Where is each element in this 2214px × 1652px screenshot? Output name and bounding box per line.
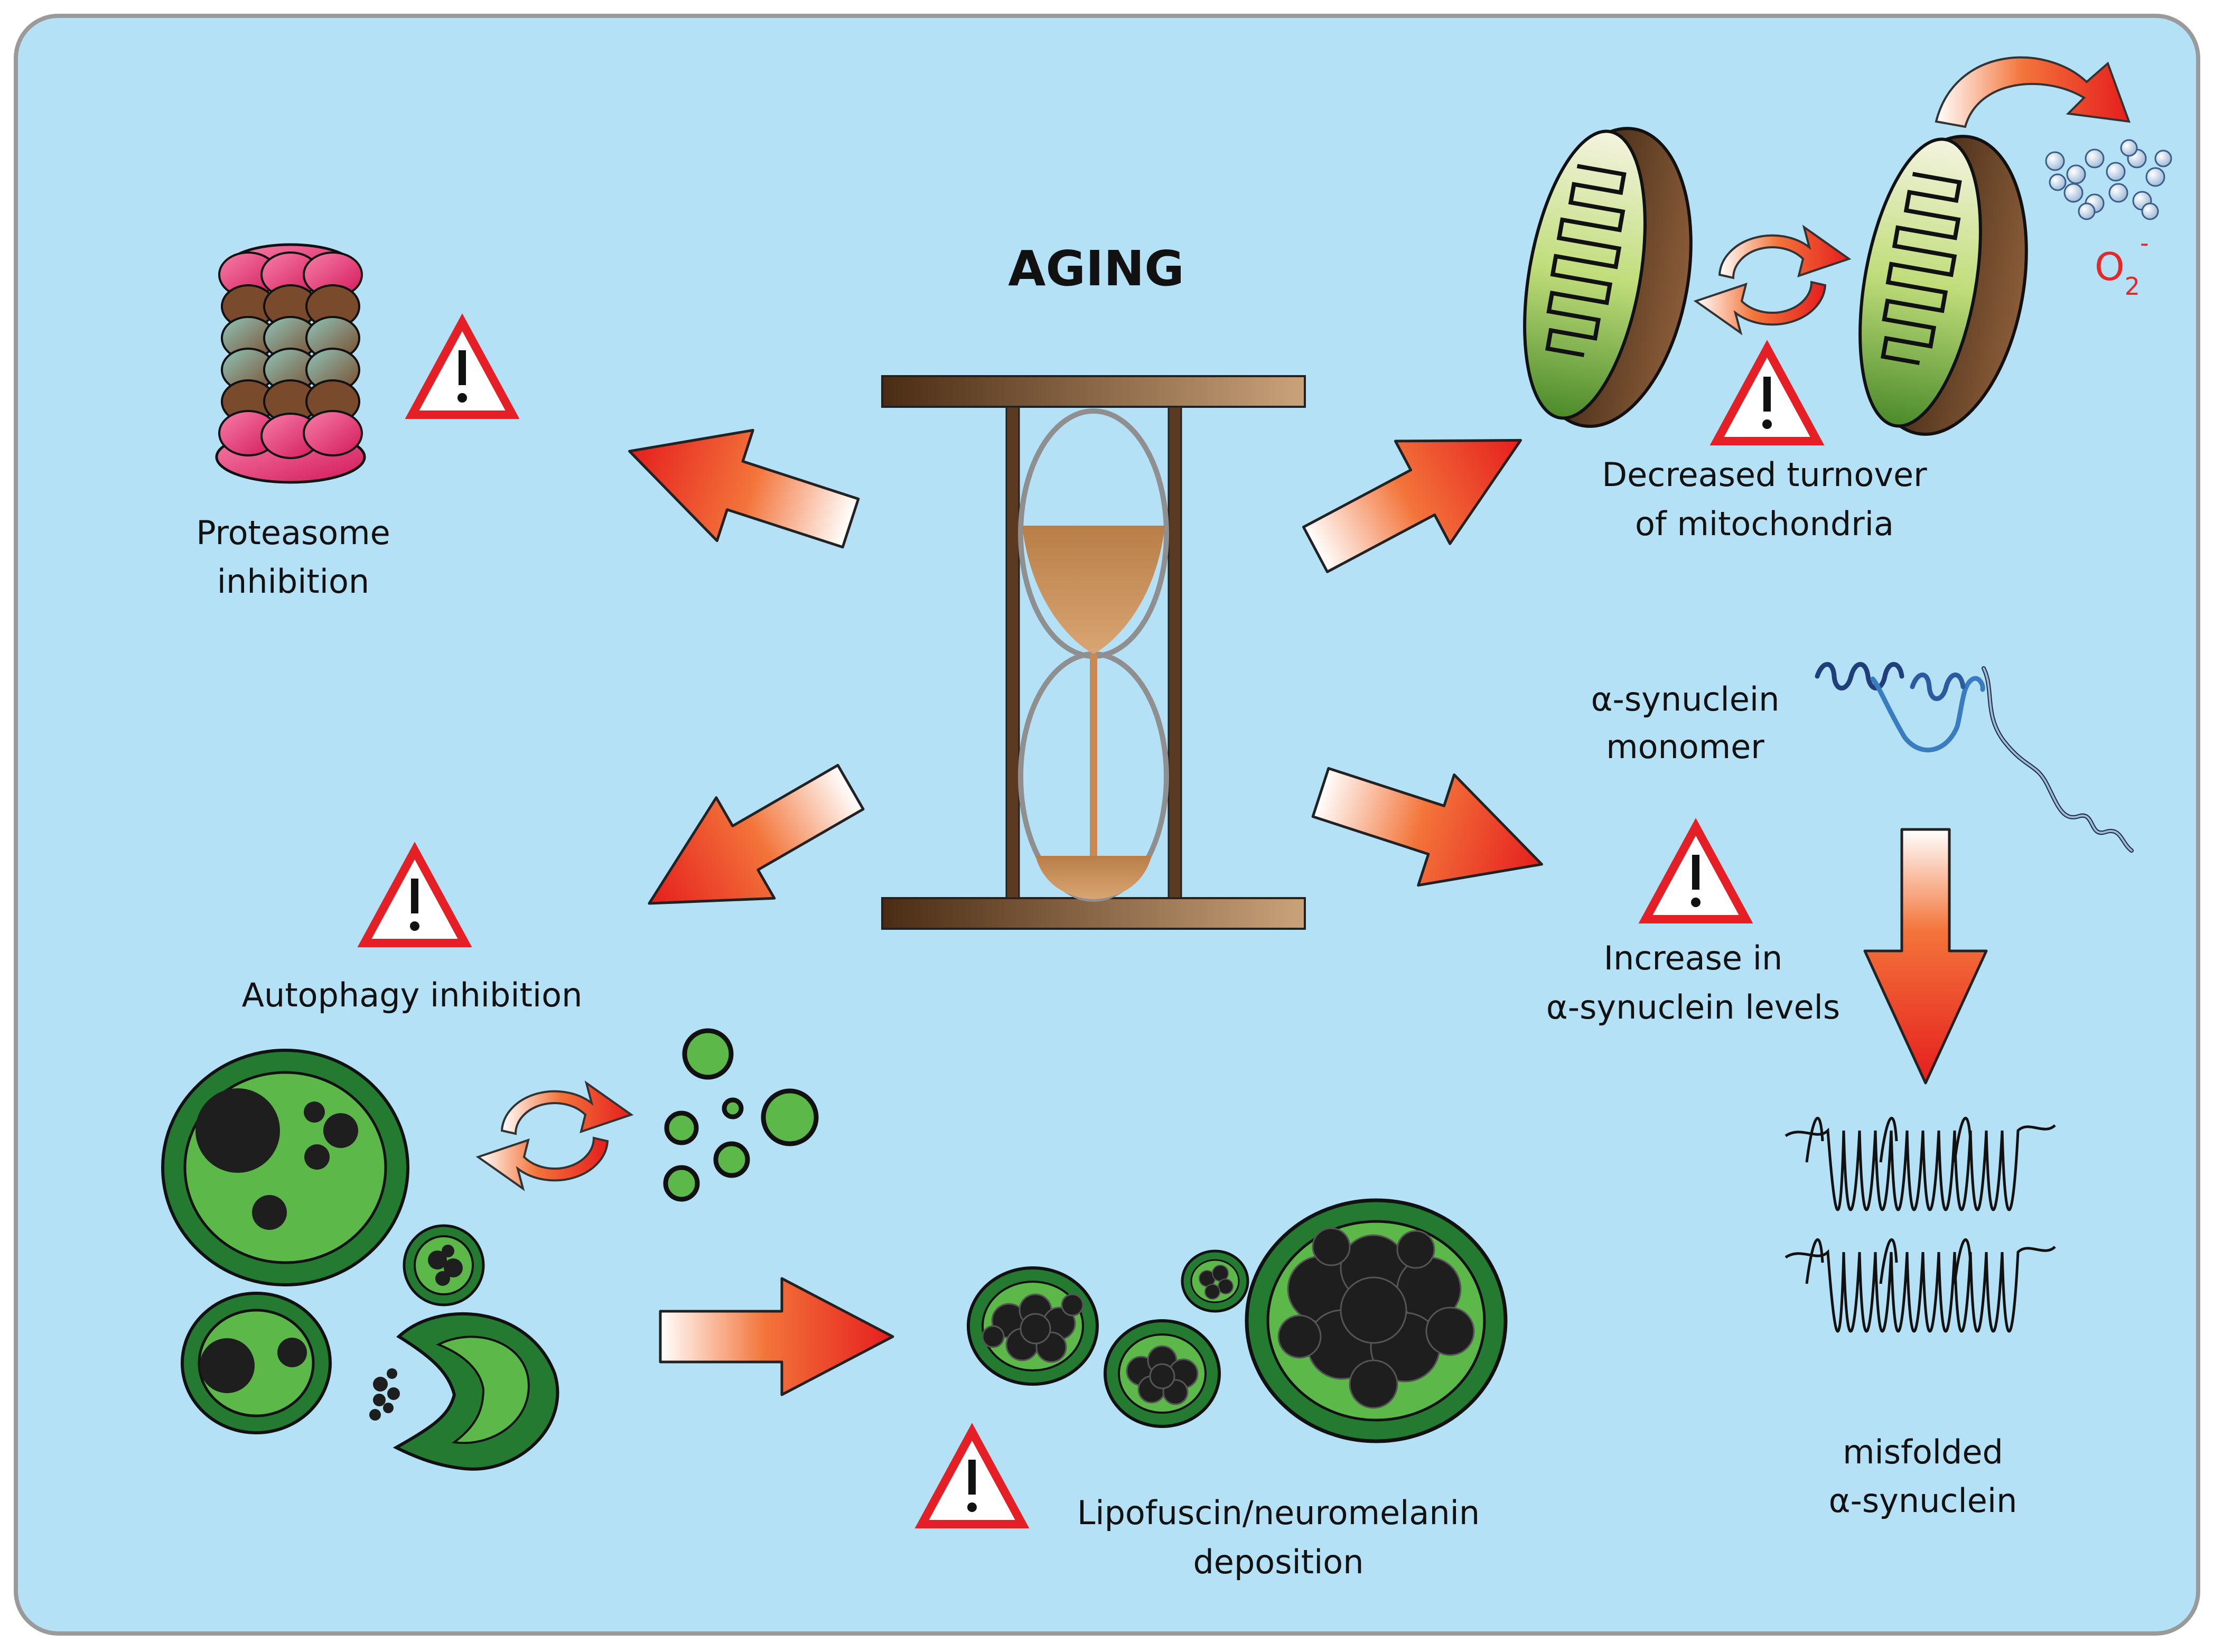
increase-label-line2: α-synuclein levels xyxy=(1546,988,1840,1026)
proteasome-label-line1: Proteasome xyxy=(196,514,390,552)
lipofuscin-label-line1: Lipofuscin/neuromelanin xyxy=(1077,1494,1480,1532)
lipofuscin-deposit-tiny-icon xyxy=(1182,1251,1248,1311)
mitochondria-label-line2: of mitochondria xyxy=(1635,505,1894,543)
diagram-title: AGING xyxy=(1008,240,1184,297)
lipofuscin-deposit-large-icon xyxy=(1247,1200,1506,1441)
lipofuscin-deposit-small-icon xyxy=(968,1268,1097,1384)
lipofuscin-label-line2: deposition xyxy=(1193,1543,1363,1581)
mitochondria-label-line1: Decreased turnover xyxy=(1602,455,1927,494)
misfolded-label-line2: α-synuclein xyxy=(1829,1481,2017,1520)
autophagosome-medium-icon xyxy=(182,1293,330,1433)
monomer-label-line1: α-synuclein xyxy=(1591,680,1780,718)
misfolded-label-line1: misfolded xyxy=(1843,1433,2003,1471)
lipofuscin-deposit-medium-icon xyxy=(1105,1321,1219,1426)
phagophore-icon xyxy=(369,1314,557,1469)
increase-label-line1: Increase in xyxy=(1604,939,1783,977)
monomer-label-line2: monomer xyxy=(1606,727,1764,766)
autophagy-label: Autophagy inhibition xyxy=(242,976,583,1014)
autophagosome-large-icon xyxy=(163,1050,408,1285)
small-autophagosome-icon xyxy=(404,1226,483,1305)
proteasome-icon xyxy=(217,245,365,482)
proteasome-label-line2: inhibition xyxy=(217,562,369,601)
